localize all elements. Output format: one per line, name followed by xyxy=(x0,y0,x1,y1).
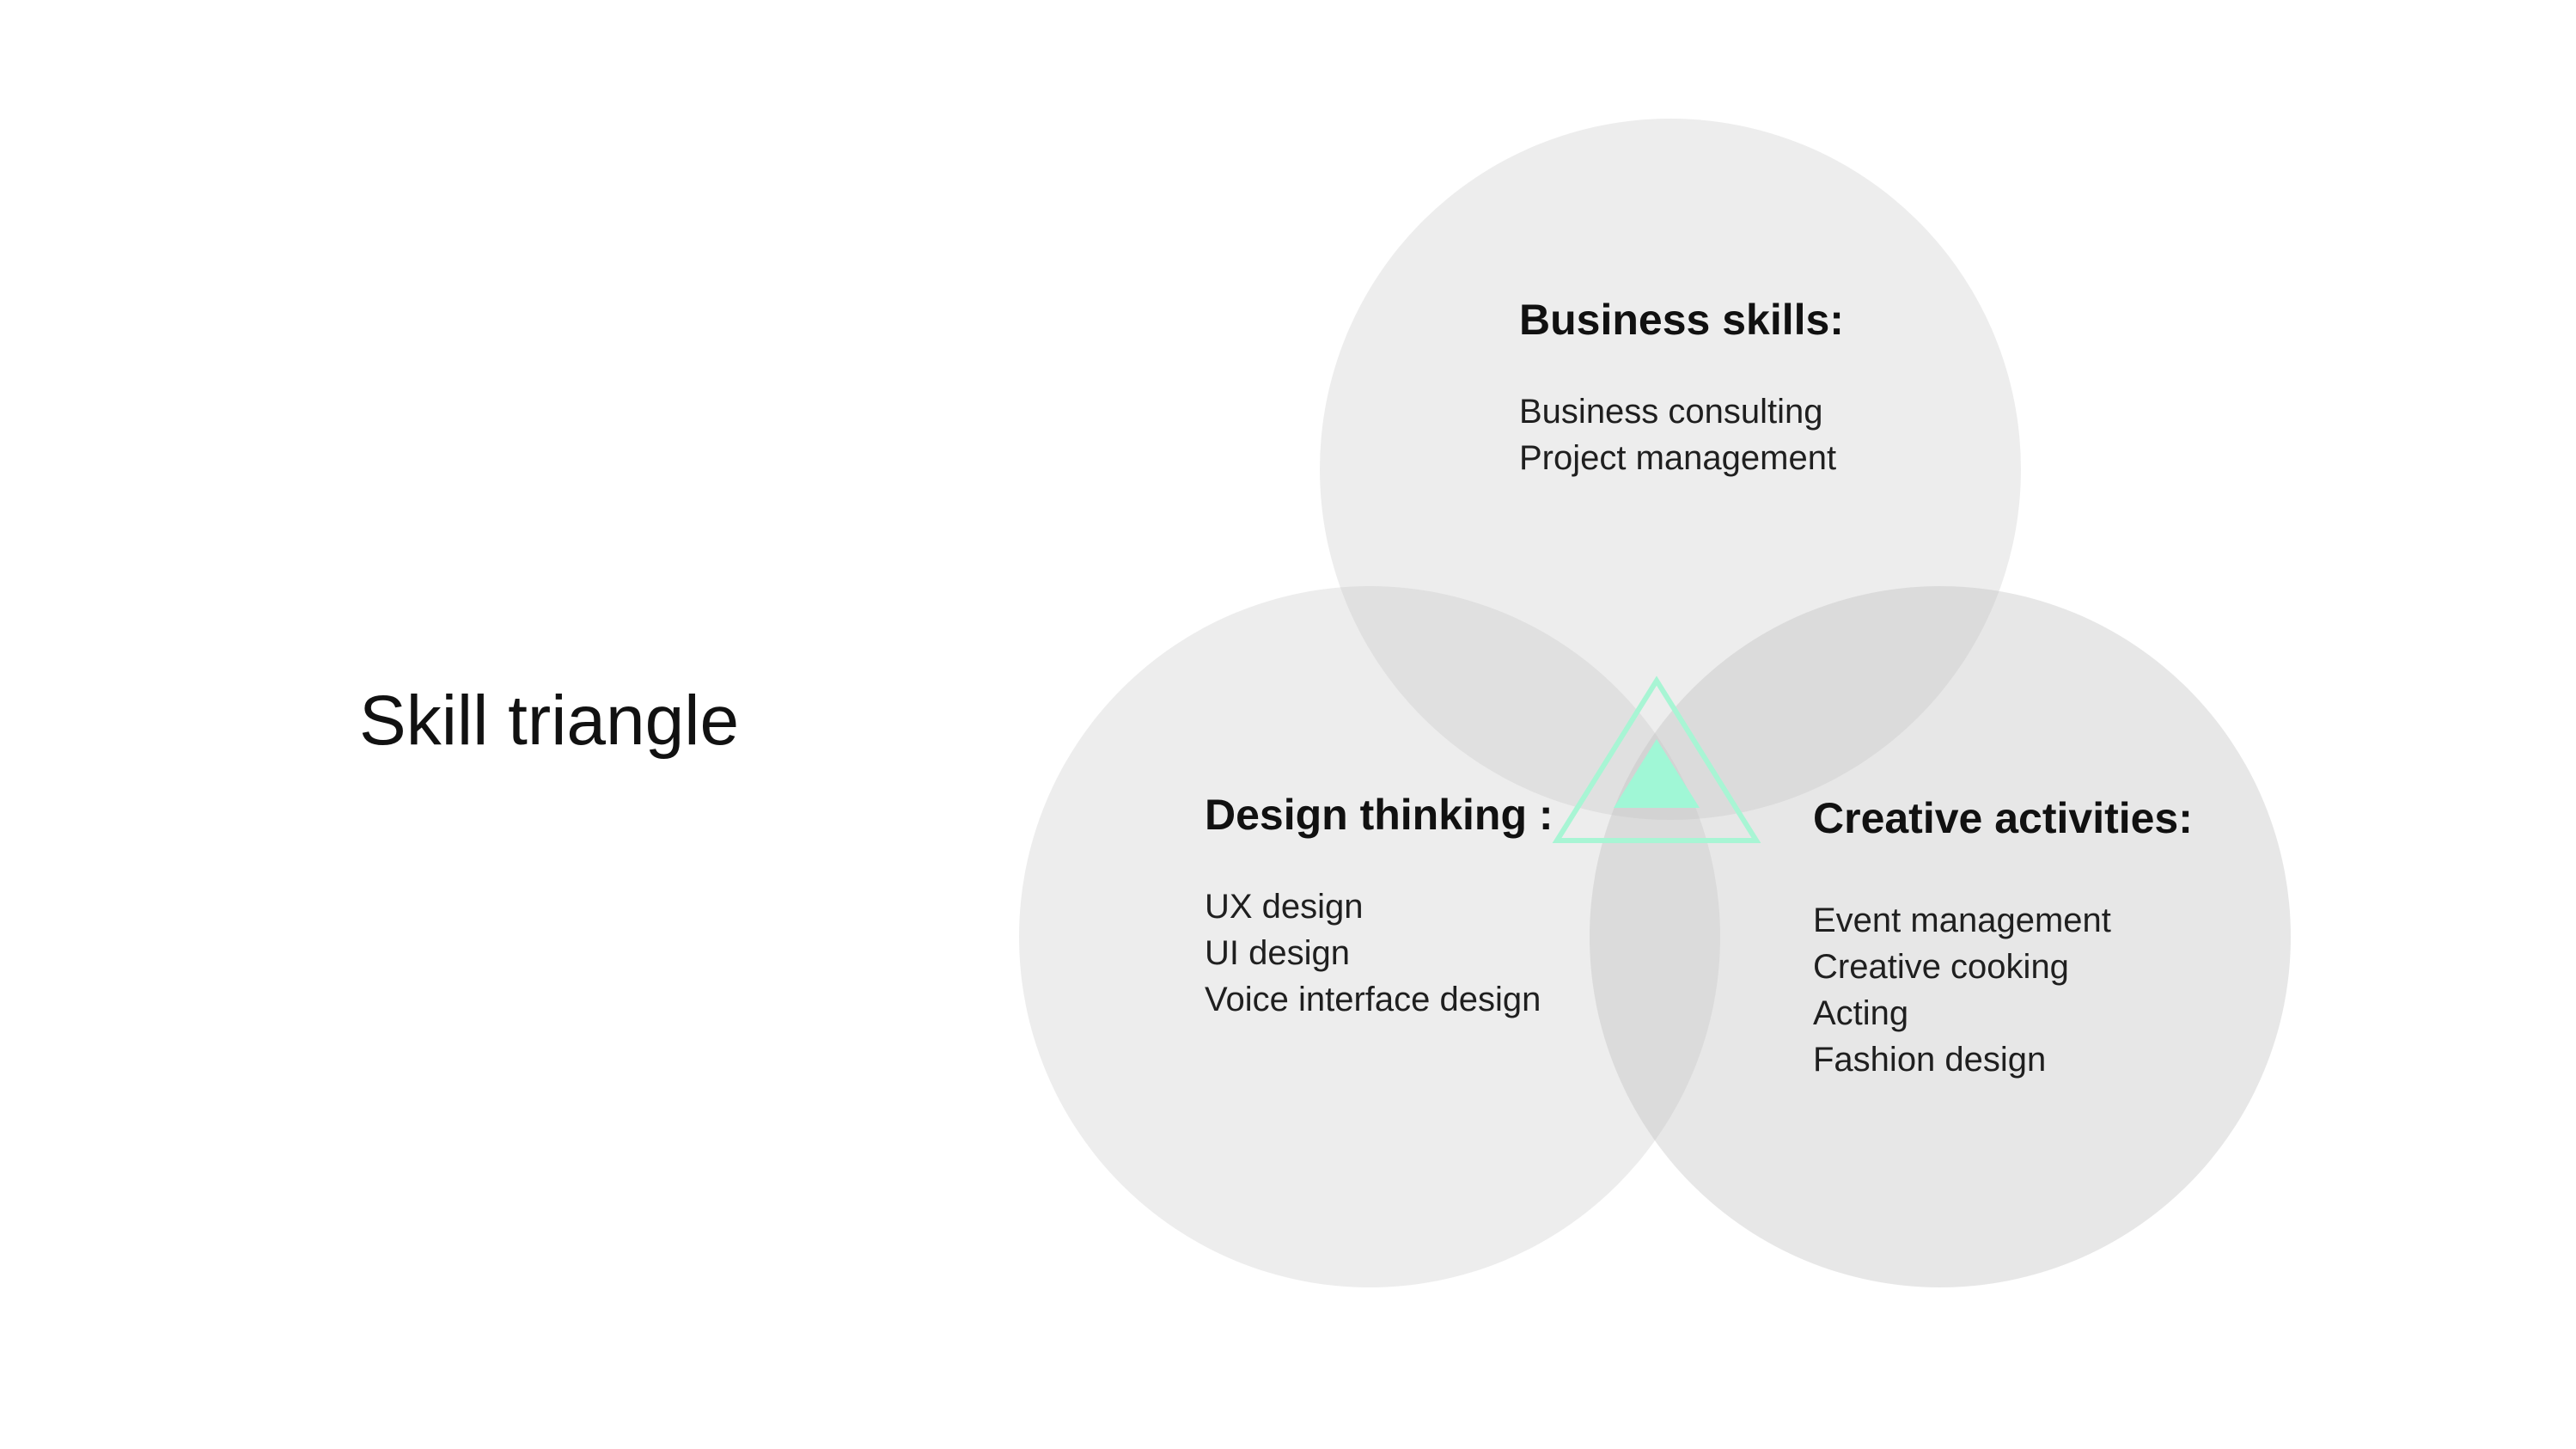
skill-group-business: Business skills: Business consulting Pro… xyxy=(1519,294,1844,481)
skill-item: Project management xyxy=(1519,439,1837,477)
skill-group-design: Design thinking : UX design UI design Vo… xyxy=(1205,789,1554,1023)
skill-list-creative: Event management Creative cooking Acting… xyxy=(1813,897,2193,1083)
circle-business xyxy=(1320,119,2021,820)
skill-item: Creative cooking xyxy=(1813,948,2069,986)
slide-title: Skill triangle xyxy=(359,682,740,760)
circle-creative xyxy=(1590,586,2291,1287)
skill-item: Business consulting xyxy=(1519,393,1823,431)
circle-design xyxy=(1019,586,1720,1287)
skill-list-design: UX design UI design Voice interface desi… xyxy=(1205,883,1554,1023)
skill-heading-design: Design thinking : xyxy=(1205,791,1554,839)
triangle-filled-icon xyxy=(1614,739,1700,808)
skill-heading-creative: Creative activities: xyxy=(1813,794,2193,842)
skill-item: Voice interface design xyxy=(1205,981,1541,1018)
skill-item: Fashion design xyxy=(1813,1041,2047,1079)
skill-group-creative: Creative activities: Event management Cr… xyxy=(1813,792,2193,1083)
skill-item: UX design xyxy=(1205,888,1364,926)
skill-heading-business: Business skills: xyxy=(1519,296,1844,344)
triangle-outline-icon xyxy=(1552,676,1761,843)
skill-item: Event management xyxy=(1813,902,2111,939)
skill-item: UI design xyxy=(1205,934,1350,972)
skill-item: Acting xyxy=(1813,994,1909,1032)
skill-list-business: Business consulting Project management xyxy=(1519,388,1844,481)
